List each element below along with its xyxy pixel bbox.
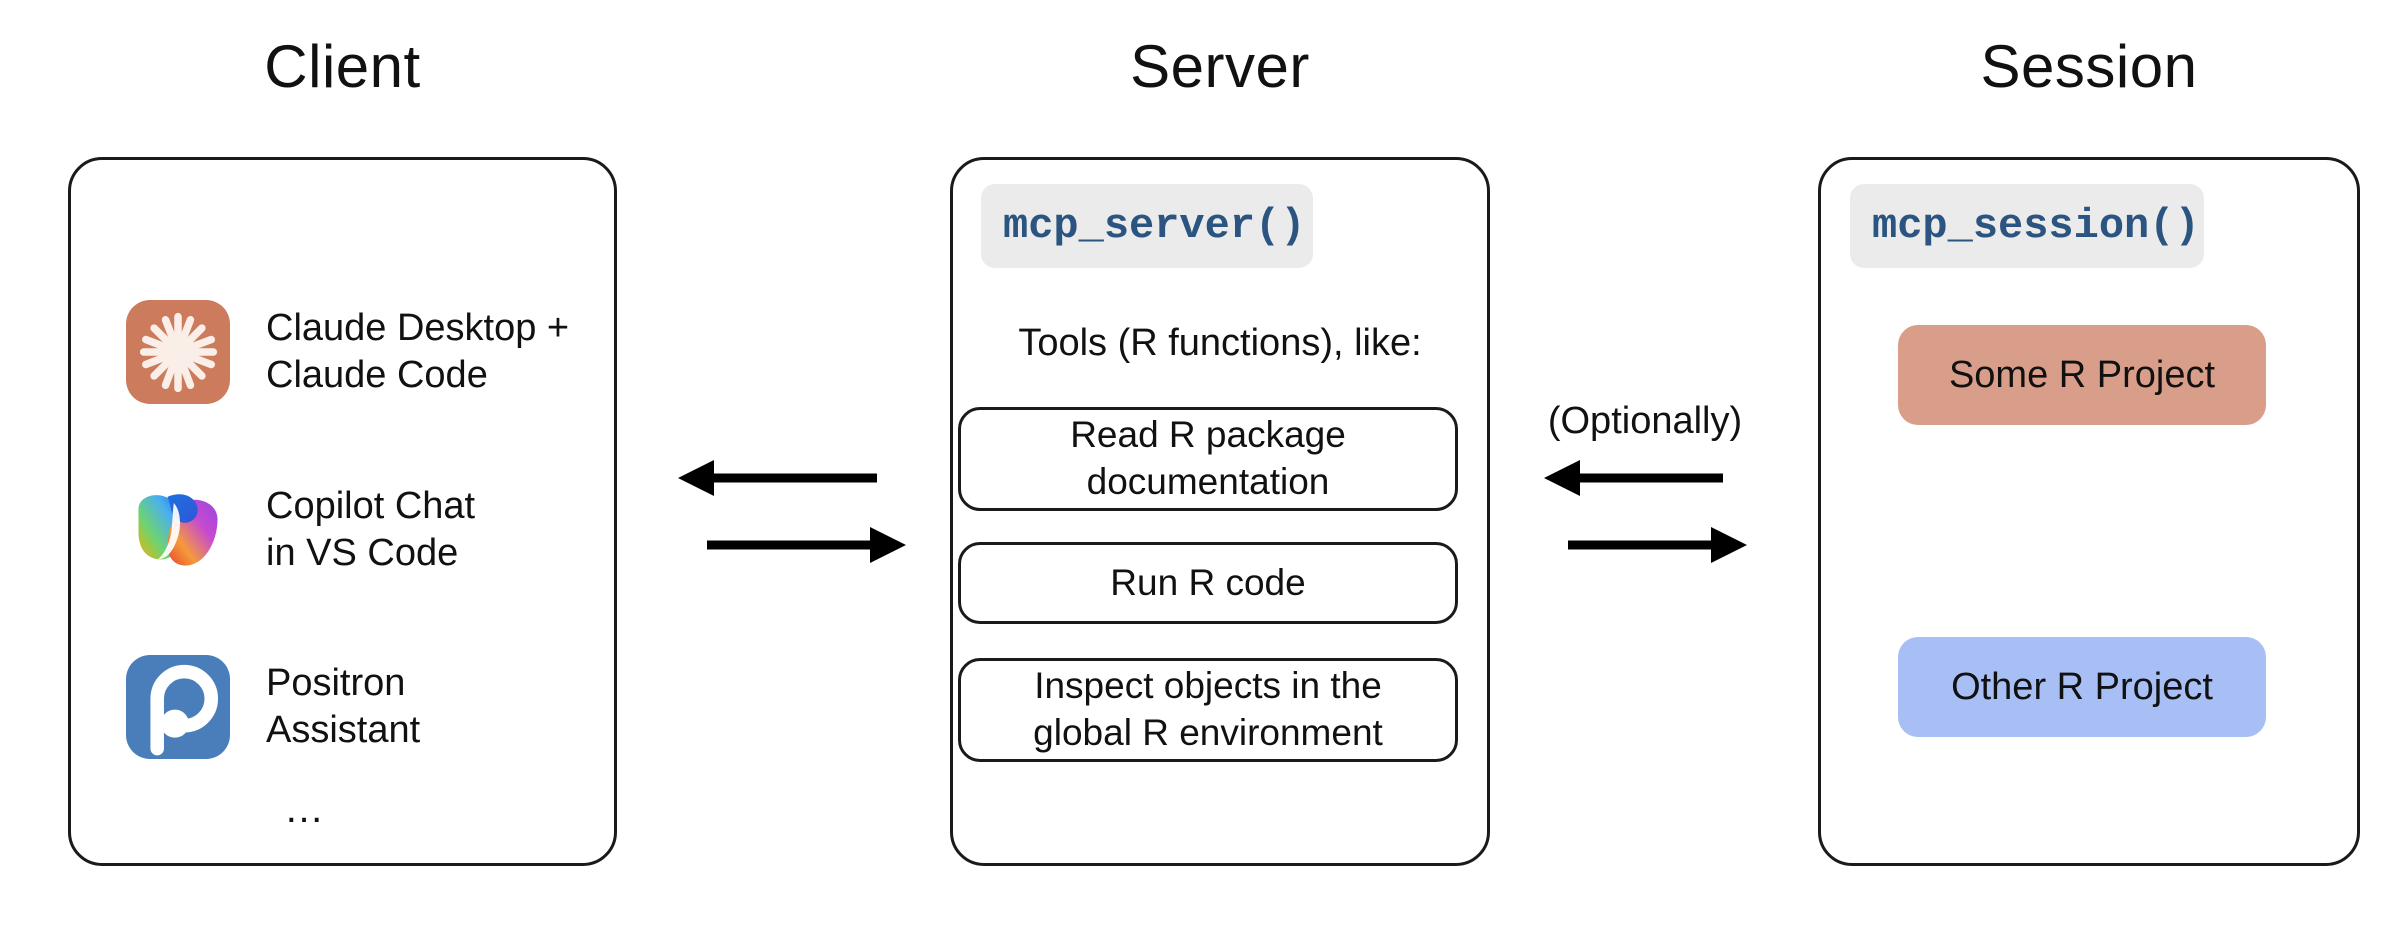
client-item-label: Claude Desktop + Claude Code [266,306,570,396]
arrow-right-icon [1568,527,1747,563]
column-title-client: Client [264,33,421,100]
server-tool-run-code[interactable]: Run R code [958,542,1458,624]
server-code-badge: mcp_server() [981,184,1313,268]
session-panel [1818,157,2360,866]
server-tool-read-docs[interactable]: Read R package documentation [958,407,1458,511]
client-item-label: Copilot Chat in VS Code [266,484,476,574]
client-item-positron[interactable]: Positron Assistant [126,655,420,759]
connector-optional-label: (Optionally) [1547,400,1743,442]
session-code-badge: mcp_session() [1850,184,2204,268]
server-tools-caption: Tools (R functions), like: [1018,322,1422,364]
column-title-server: Server [1130,33,1310,100]
claude-icon [126,300,230,404]
client-item-claude[interactable]: Claude Desktop + Claude Code [126,300,569,404]
client-more-ellipsis: … [284,787,328,831]
arrow-right-icon [707,527,906,563]
client-item-copilot[interactable]: Copilot Chat in VS Code [126,478,475,582]
column-title-session: Session [1980,33,2198,100]
server-tool-inspect-objects[interactable]: Inspect objects in the global R environm… [958,658,1458,762]
connector-client-server [678,460,906,563]
positron-icon [126,655,230,759]
arrow-left-icon [678,460,877,496]
connector-server-session [1544,460,1747,563]
arrow-left-icon [1544,460,1723,496]
session-project-some[interactable]: Some R Project [1898,325,2266,425]
copilot-icon [126,478,230,582]
session-project-other[interactable]: Other R Project [1898,637,2266,737]
client-item-label: Positron Assistant [266,661,421,751]
